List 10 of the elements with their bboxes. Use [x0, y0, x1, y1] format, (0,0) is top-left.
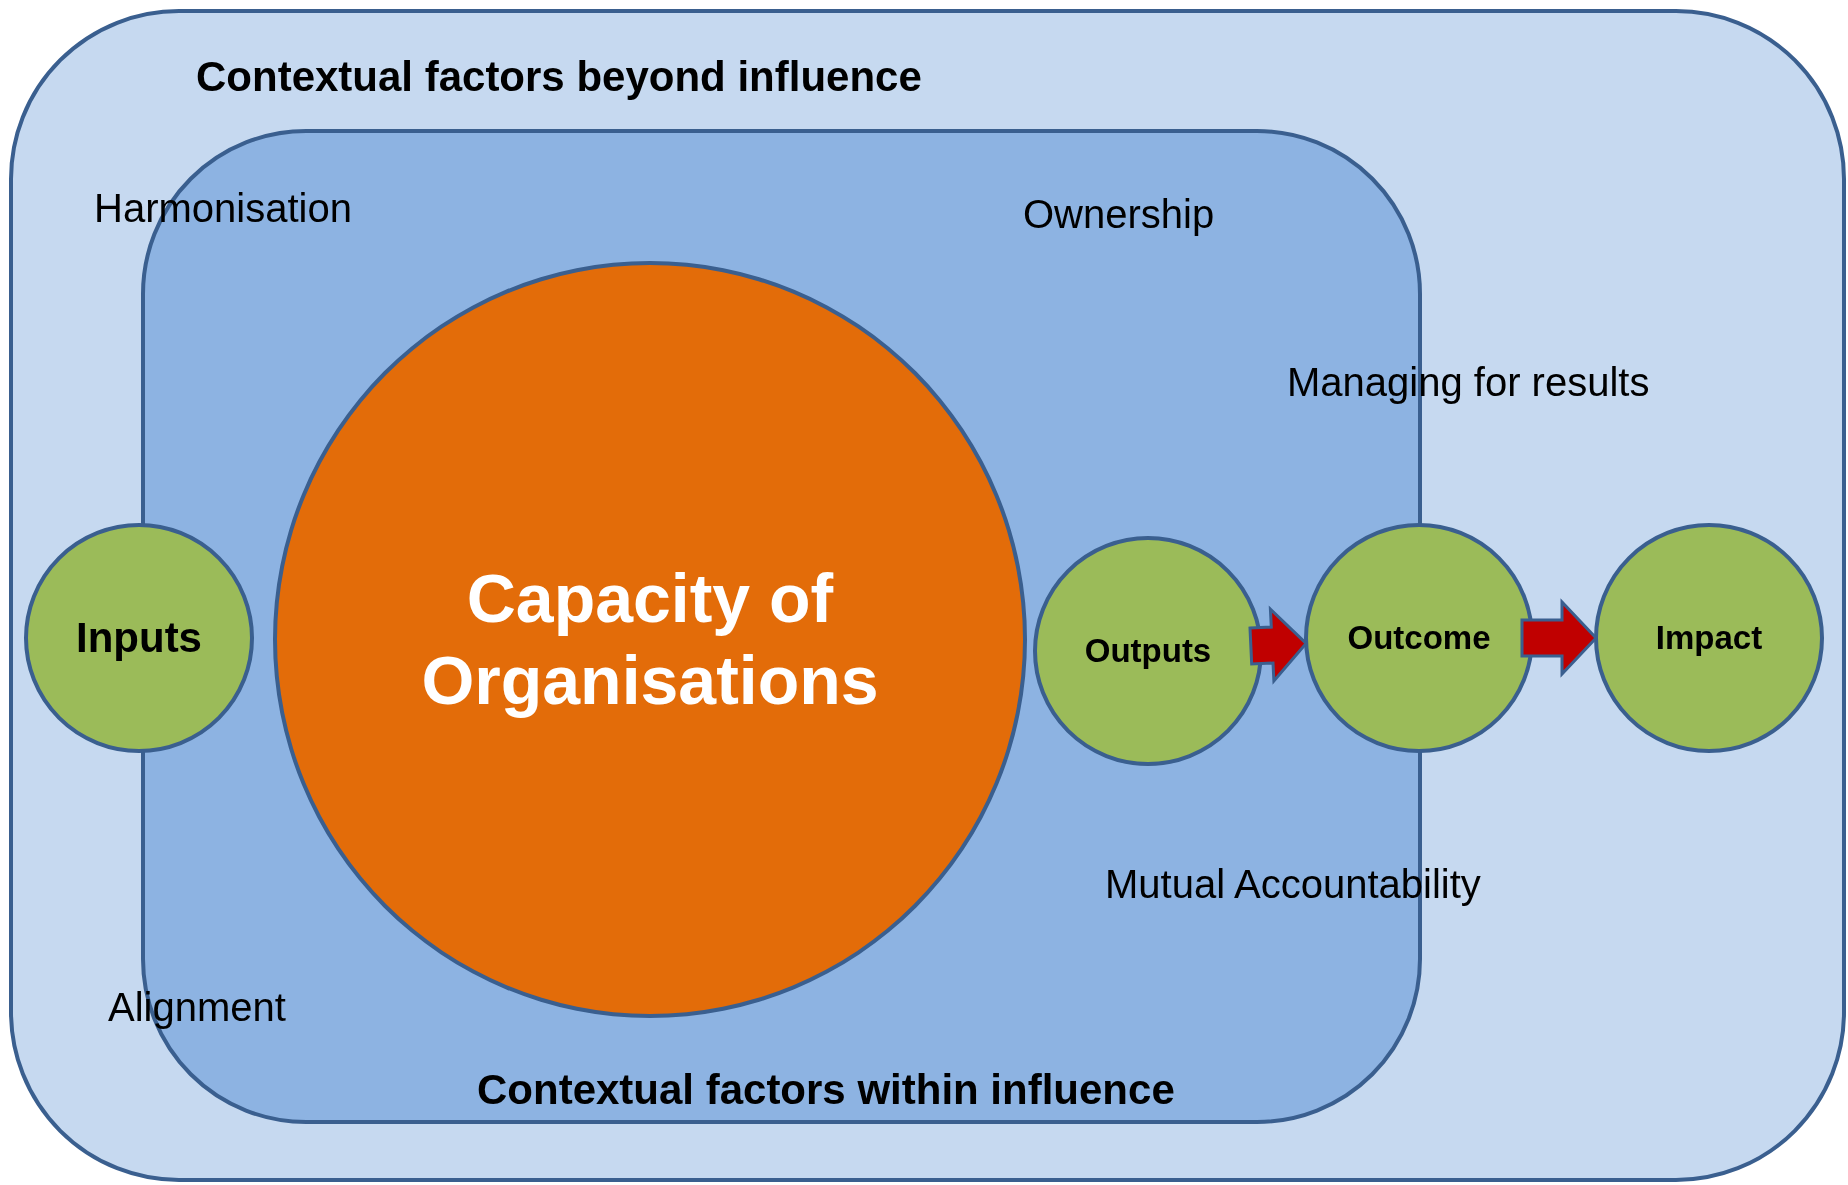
principle-label: Harmonisation — [94, 186, 352, 231]
circle-node: Inputs — [24, 523, 254, 753]
circle-node: Impact — [1594, 523, 1824, 753]
principle-label: Managing for results — [1287, 360, 1650, 405]
circle-node: Outputs — [1033, 536, 1263, 766]
region-title: Contextual factors beyond influence — [196, 53, 922, 101]
region-box — [9, 9, 1846, 1182]
region-title: Contextual factors within influence — [477, 1066, 1175, 1114]
principle-label: Ownership — [1023, 192, 1215, 237]
principle-label: Mutual Accountability — [1105, 862, 1481, 907]
